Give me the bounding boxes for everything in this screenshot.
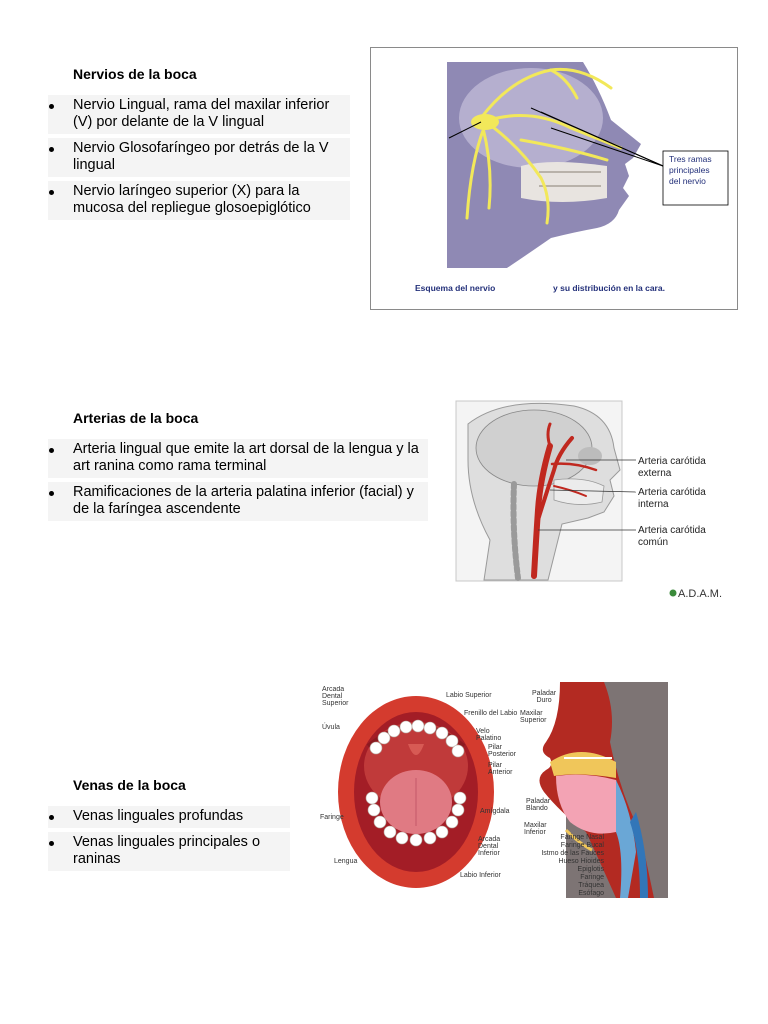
list-item: Nervio laríngeo superior (X) para la muc…	[48, 181, 350, 220]
mouth-label: Labio Inferior	[460, 872, 501, 879]
mouth-label: Faringe	[320, 814, 344, 821]
artery-label: Arteria carótida	[638, 456, 706, 467]
mouth-label: Arcada	[322, 686, 345, 693]
sagittal-label: Maxilar	[520, 710, 543, 717]
bullet-icon	[49, 841, 54, 846]
mouth-label: Amígdala	[480, 808, 510, 815]
mouth-label: Arcada	[478, 836, 501, 843]
sagittal-label: Duro	[536, 697, 552, 704]
list-arterias: Arteria lingual que emite la art dorsal …	[48, 439, 428, 525]
bullet-icon	[49, 815, 54, 820]
artery-label: interna	[638, 499, 669, 510]
nerve-illustration: Tres ramas principales del nervio Esquem…	[415, 62, 729, 293]
sagittal-label: Paladar	[532, 690, 557, 697]
list-item: Venas linguales principales o raninas	[48, 832, 290, 871]
list-item: Arteria lingual que emite la art dorsal …	[48, 439, 428, 478]
mouth-label: Anterior	[488, 769, 513, 776]
sagittal-label: Faringe Bucal	[560, 842, 604, 849]
bullet-icon	[49, 147, 54, 152]
sagittal-label: Blando	[526, 805, 548, 812]
artery-illustration: Arteria carótida externa Arteria carótid…	[455, 400, 722, 600]
mouth-label: Palatino	[476, 735, 502, 742]
sagittal-figure: Paladar Duro Maxilar Superior Paladar Bl…	[520, 682, 668, 898]
nerve-caption-left: Esquema del nervio	[415, 283, 495, 293]
nerve-callout: Tres ramas	[669, 154, 712, 164]
sagittal-label: Maxilar	[524, 822, 547, 829]
bullet-icon	[49, 448, 54, 453]
adam-brand: A.D.A.M.	[678, 588, 722, 600]
list-item: Ramificaciones de la arteria palatina in…	[48, 482, 428, 521]
sagittal-label: Inferior	[524, 829, 546, 836]
mouth-label: Frenillo del Labio	[464, 710, 518, 717]
mouth-label: Úvula	[322, 724, 340, 731]
bullet-icon	[49, 190, 54, 195]
heading-venas: Venas de la boca	[73, 777, 186, 793]
list-item: Nervio Glosofaríngeo por detrás de la V …	[48, 138, 350, 177]
list-item: Nervio Lingual, rama del maxilar inferio…	[48, 95, 350, 134]
heading-arterias: Arterias de la boca	[73, 410, 199, 426]
mouth-label: Superior	[322, 700, 349, 707]
artery-label: Arteria carótida	[638, 487, 706, 498]
artery-label: común	[638, 537, 668, 548]
nerve-callout-box	[662, 150, 729, 206]
mouth-label: Inferior	[478, 850, 500, 857]
nerve-callout: principales	[669, 165, 710, 175]
sagittal-label: Istmo de las Fauces	[541, 850, 604, 857]
nerve-callout: del nervio	[669, 176, 706, 186]
sagittal-label: Hueso Hioides	[558, 858, 604, 865]
sagittal-label: Esófago	[578, 890, 604, 897]
sagittal-illustration	[520, 682, 668, 898]
mouth-label: Labio Superior	[446, 692, 492, 699]
heading-nervios: Nervios de la boca	[73, 66, 197, 82]
nerve-figure: Tres ramas principales del nervio Esquem…	[370, 47, 738, 310]
mouth-figure: Arcada Dental Superior Úvula Faringe Len…	[318, 686, 518, 890]
bullet-icon	[49, 491, 54, 496]
mouth-label: Pilar	[488, 762, 503, 769]
list-venas: Venas linguales profundas Venas linguale…	[48, 806, 290, 875]
sagittal-label: Superior	[520, 717, 547, 724]
list-nervios: Nervio Lingual, rama del maxilar inferio…	[48, 95, 350, 224]
sagittal-label: Paladar	[526, 798, 551, 805]
mouth-label: Dental	[478, 843, 499, 850]
mouth-illustration	[338, 696, 494, 888]
mouth-label: Dental	[322, 693, 343, 700]
sagittal-label: Tráquea	[578, 882, 604, 889]
artery-figure: Arteria carótida externa Arteria carótid…	[454, 400, 736, 604]
sagittal-label: Epiglotis	[577, 866, 604, 873]
artery-label: externa	[638, 468, 672, 479]
sagittal-label: Faringe	[580, 874, 604, 881]
nerve-caption-right: y su distribución en la cara.	[553, 283, 665, 293]
artery-label: Arteria carótida	[638, 525, 706, 536]
mouth-label: Pilar	[488, 744, 503, 751]
adam-logo-icon	[669, 589, 677, 597]
sagittal-label: Faringe Nasal	[560, 834, 604, 841]
mouth-label: Velo	[476, 728, 490, 735]
list-item: Venas linguales profundas	[48, 806, 290, 828]
bullet-icon	[49, 104, 54, 109]
mouth-label: Posterior	[488, 751, 517, 758]
mouth-label: Lengua	[334, 858, 358, 865]
